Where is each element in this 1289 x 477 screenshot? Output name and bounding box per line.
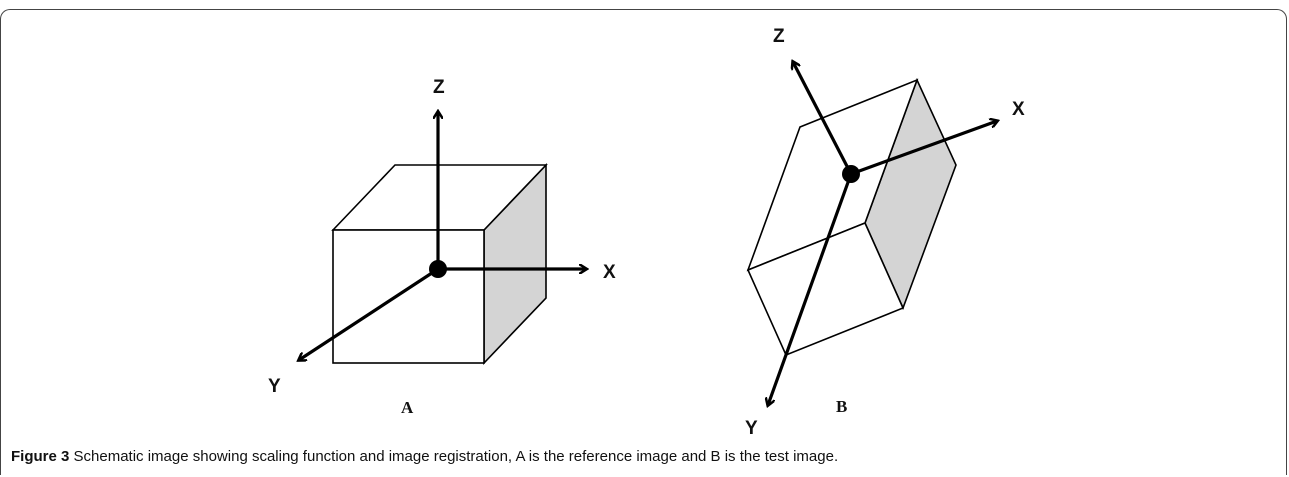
cube-a (331, 163, 548, 365)
origin-point-a (429, 260, 447, 278)
box-b-lower-face (746, 221, 905, 357)
box-b (746, 77, 957, 357)
axis-b-z-label: Z (773, 26, 785, 47)
axis-b-y (768, 173, 853, 405)
axis-a-x-label: X (603, 262, 616, 283)
panel-a: Z X Y A (268, 77, 616, 417)
axis-b-x-label: X (1012, 99, 1025, 120)
axes-a (299, 112, 586, 360)
axis-a-y (299, 267, 439, 360)
axis-a-y-label: Y (268, 376, 281, 397)
panel-a-label: A (401, 398, 414, 417)
cube-a-front-face (332, 229, 485, 364)
caption-text: Schematic image showing scaling function… (73, 448, 839, 465)
axis-b-y-label: Y (745, 418, 758, 439)
figure-frame (0, 9, 1287, 475)
axis-b-z (793, 62, 853, 175)
origin-point-b (842, 165, 860, 183)
axis-b-x (850, 121, 997, 176)
panel-b: Z X Y B (745, 26, 1025, 439)
axis-a-z-label: Z (433, 77, 445, 98)
panel-b-label: B (836, 397, 847, 416)
axes-b (768, 62, 997, 405)
figure-caption: Figure 3 Schematic image showing scaling… (11, 448, 1281, 465)
caption-label: Figure 3 (11, 448, 70, 465)
